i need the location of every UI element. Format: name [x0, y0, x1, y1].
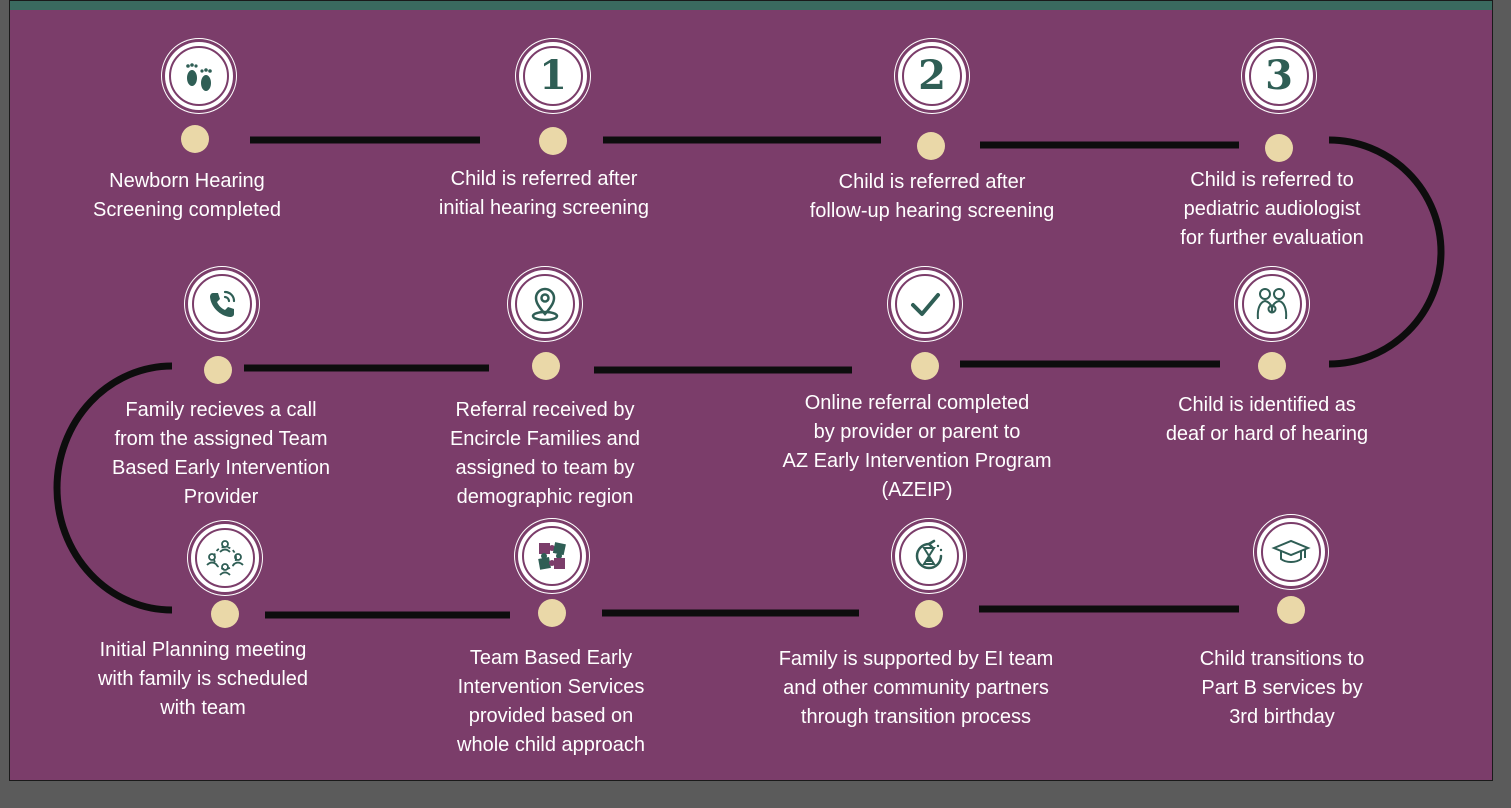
- step-number: 3: [1265, 52, 1293, 99]
- number-two-icon: 2: [898, 42, 966, 110]
- step-label-planning-meeting: Initial Planning meeting with family is …: [97, 639, 309, 719]
- step-label-encircle-referral: Referral received by Encircle Families a…: [449, 399, 641, 508]
- step-dot: [1265, 134, 1293, 162]
- hourglass-cycle-icon: [895, 522, 963, 590]
- step-number: 2: [918, 52, 946, 99]
- step-label-initial-referral: Child is referred after initial hearing …: [438, 168, 650, 219]
- step-number: 1: [539, 52, 567, 99]
- step-dot: [539, 127, 567, 155]
- timeline-connectors: [53, 136, 1445, 619]
- step-dot: [538, 599, 566, 627]
- step-dot: [532, 352, 560, 380]
- step-dot: [911, 352, 939, 380]
- step-dot: [204, 356, 232, 384]
- connector-curve-right: [1328, 136, 1445, 368]
- step-label-ei-services: Team Based Early Intervention Services p…: [457, 647, 645, 756]
- puzzle-pieces-icon: [518, 522, 586, 590]
- step-label-family-call: Family recieves a call from the assigned…: [112, 399, 330, 508]
- step-dot: [1258, 352, 1286, 380]
- step-label-newborn-screening: Newborn Hearing Screening completed: [93, 170, 281, 221]
- phone-call-icon: [188, 270, 256, 338]
- number-one-icon: 1: [519, 42, 587, 110]
- step-label-transition-support: Family is supported by EI team and other…: [778, 648, 1054, 728]
- number-three-icon: 3: [1245, 42, 1313, 110]
- step-label-online-referral: Online referral completed by provider or…: [782, 392, 1052, 501]
- step-label-identified: Child is identified as deaf or hard of h…: [1165, 394, 1369, 445]
- graduation-cap-icon: [1257, 518, 1325, 586]
- footprints-icon: [165, 42, 233, 110]
- group-meeting-icon: [191, 524, 259, 592]
- step-dot: [915, 600, 943, 628]
- family-icon: [1238, 270, 1306, 338]
- step-dot: [917, 132, 945, 160]
- step-dot: [211, 600, 239, 628]
- top-accent-bar: [10, 1, 1492, 10]
- step-dot: [181, 125, 209, 153]
- step-label-audiologist: Child is referred to pediatric audiologi…: [1180, 169, 1364, 249]
- location-pin-icon: [511, 270, 579, 338]
- checkmark-icon: [891, 270, 959, 338]
- step-label-part-b: Child transitions to Part B services by …: [1199, 648, 1365, 728]
- connector-curve-left: [53, 362, 173, 614]
- hearing-pathway-infographic: Newborn Hearing Screening completed 1 Ch…: [9, 0, 1493, 781]
- step-label-followup-referral: Child is referred after follow-up hearin…: [809, 171, 1055, 222]
- step-dot: [1277, 596, 1305, 624]
